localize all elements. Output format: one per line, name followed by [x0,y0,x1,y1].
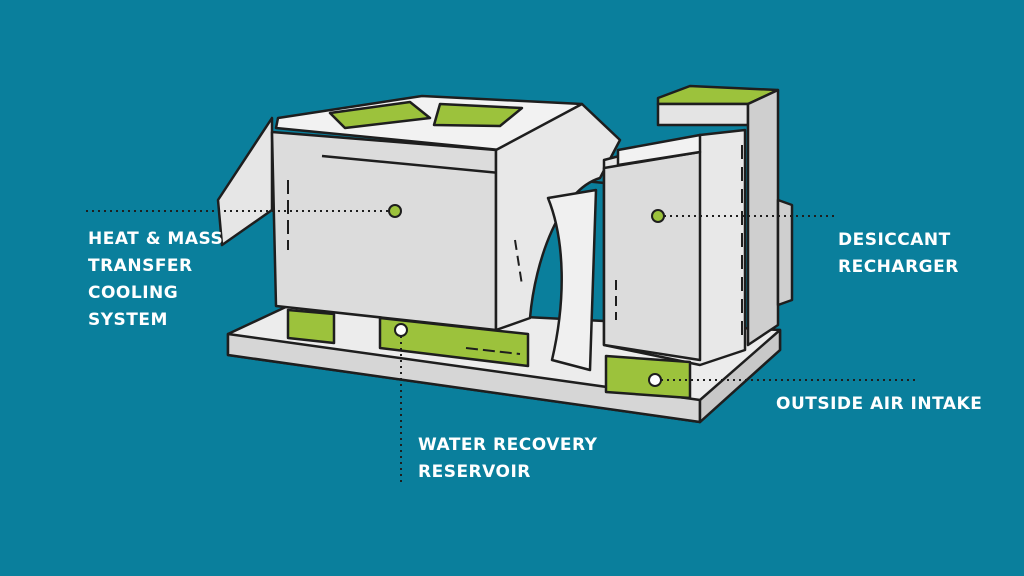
label-line: OUTSIDE AIR INTAKE [776,394,983,414]
top-vent-right [432,102,524,128]
label-line: DESICCANT [838,230,951,250]
desiccant-module [602,84,794,400]
leader-lines [86,210,915,484]
label-line: HEAT & MASS [88,229,224,249]
label-line: SYSTEM [88,310,168,330]
label-line: TRANSFER [88,256,193,276]
markers [388,204,665,387]
marker-heat-mass [388,204,402,218]
cooling-module [216,94,637,372]
outside-air-intake-drawer [604,354,692,400]
label-line: RECHARGER [838,257,959,277]
label-desiccant-recharger: DESICCANT RECHARGER [838,227,959,281]
label-water-recovery-reservoir: WATER RECOVERY RESERVOIR [418,432,597,486]
drawer-small [286,308,336,345]
marker-desiccant [651,209,665,223]
label-heat-mass-transfer-cooling-system: HEAT & MASS TRANSFER COOLING SYSTEM [88,226,223,334]
label-outside-air-intake: OUTSIDE AIR INTAKE [776,391,982,418]
marker-outside-air [648,373,662,387]
label-line: RESERVOIR [418,462,531,482]
top-vent-left [328,100,432,130]
label-line: COOLING [88,283,179,303]
label-line: WATER RECOVERY [418,435,598,455]
marker-water [394,323,408,337]
water-recovery-drawer [378,316,530,368]
